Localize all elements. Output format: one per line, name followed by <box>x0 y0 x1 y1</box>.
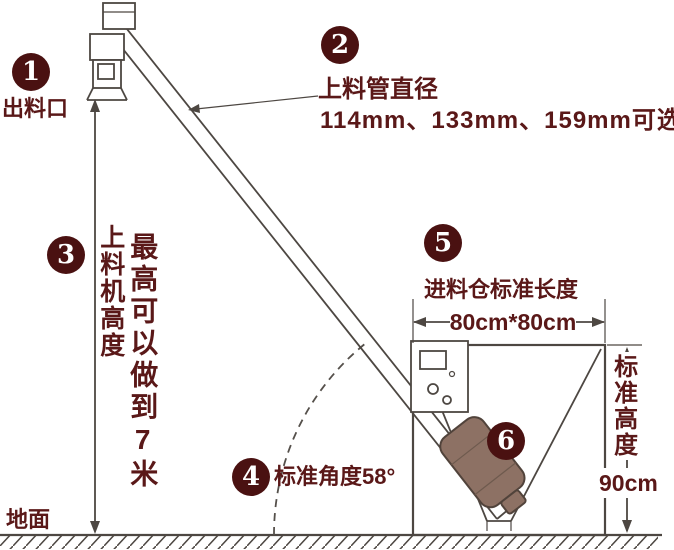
badge-height: 3 <box>47 236 85 274</box>
badge-angle: 4 <box>232 458 270 496</box>
angle-label: 标准角度58° <box>274 464 396 489</box>
pipe-leader-arrow <box>188 95 319 113</box>
hopper-title: 进料仓标准长度 <box>424 277 579 302</box>
outlet-label: 出料口 <box>2 96 69 121</box>
pipe-sizes: 114mm、133mm、159mm可选 <box>320 107 674 134</box>
hopper-size: 80cm*80cm <box>449 309 577 335</box>
badge-hopper: 5 <box>424 224 462 262</box>
badge-pipe-number: 2 <box>330 30 350 60</box>
badge-height-number: 3 <box>56 240 76 270</box>
badge-angle-number: 4 <box>241 462 261 492</box>
badge-motor-number: 6 <box>496 426 516 456</box>
badge-hopper-number: 5 <box>433 228 453 258</box>
height-dimension <box>90 99 100 534</box>
standard-height-value: 90cm <box>598 468 658 499</box>
badge-motor: 6 <box>487 422 525 460</box>
badge-outlet-number: 1 <box>21 57 41 87</box>
standard-height-label: 标准高度 <box>608 352 638 460</box>
badge-outlet: 1 <box>12 53 50 91</box>
pipe-title: 上料管直径 <box>318 76 438 103</box>
angle-arc <box>273 342 367 536</box>
machine-height-note: 最高可以做到7米 <box>127 232 159 491</box>
badge-pipe: 2 <box>321 26 359 64</box>
discharge-head <box>86 2 136 101</box>
ground-label: 地面 <box>6 507 51 532</box>
drive-motor <box>439 416 527 515</box>
control-panel <box>410 340 469 413</box>
hopper-length-dimension <box>412 299 606 343</box>
ground-line <box>0 533 662 549</box>
machine-height-label: 上料机高度 <box>96 224 125 359</box>
